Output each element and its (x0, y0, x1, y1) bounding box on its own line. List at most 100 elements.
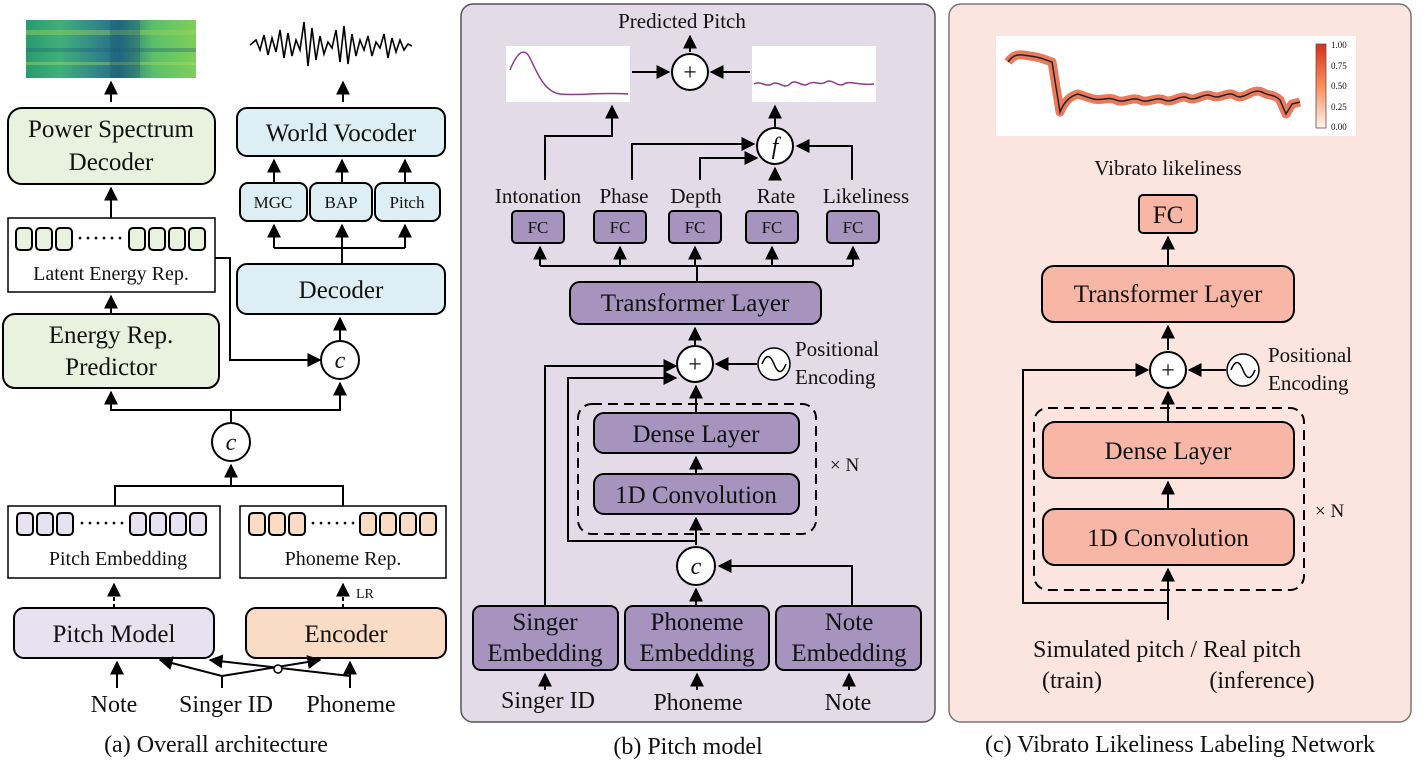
note-embedding-label-1: Note (825, 609, 874, 636)
head-phase: Phase (600, 184, 649, 208)
concat-node-b (676, 546, 716, 586)
phoneme-rep-label: Phoneme Rep. (285, 548, 402, 570)
repeat-c-label: × N (1315, 501, 1344, 522)
sum-mid-label: + (688, 352, 702, 378)
mgc-label: MGC (254, 193, 293, 212)
phoneme-embedding-label-1: Phoneme (650, 609, 743, 636)
note-embedding-block (775, 605, 922, 671)
colorbar-tick-000: 0.00 (1331, 122, 1347, 132)
mgc-block (239, 182, 308, 222)
power-spectrum-decoder-label-1: Power Spectrum (28, 116, 194, 143)
fc-intonation-label: FC (528, 218, 549, 237)
lr-label: LR (356, 587, 375, 602)
concat-lower-label: c (226, 430, 237, 456)
colorbar (1315, 43, 1327, 129)
fc-depth (668, 210, 722, 244)
singer-embedding-block (472, 605, 619, 671)
input-train-label: (train) (1042, 668, 1102, 694)
pitch-embedding-label: Pitch Embedding (49, 548, 187, 570)
colorbar-tick-050: 0.50 (1331, 81, 1347, 91)
bap-label: BAP (324, 193, 357, 212)
encoder-block (245, 607, 447, 659)
world-vocoder-block (236, 107, 446, 157)
conv1d-label-b: 1D Convolution (615, 482, 777, 509)
conv1d-label-c: 1D Convolution (1087, 525, 1249, 552)
fc-phase-label: FC (610, 218, 631, 237)
transformer-block-c (1041, 265, 1295, 323)
encoder-label: Encoder (304, 621, 388, 648)
transformer-label-b: Transformer Layer (601, 290, 790, 317)
input-note-b: Note (825, 690, 872, 716)
sum-node-c (1149, 351, 1187, 389)
singer-embedding-label-2: Embedding (487, 640, 603, 667)
bap-block (309, 182, 373, 222)
energy-rep-predictor-label-1: Energy Rep. (49, 322, 174, 349)
concat-upper-label: c (335, 348, 346, 374)
panel-b: Predicted Pitch + f Intonation Phase Dep… (460, 3, 936, 760)
phoneme-rep-dots: ······ (309, 511, 357, 537)
colorbar-tick-025: 0.25 (1331, 102, 1347, 112)
positional-encoding-c-2: Encoding (1268, 371, 1349, 395)
transformer-label-c: Transformer Layer (1074, 281, 1263, 308)
energy-rep-predictor-label-2: Predictor (65, 354, 157, 381)
spectrogram-image (26, 20, 196, 78)
fc-depth-label: FC (685, 218, 706, 237)
latent-energy-rep-label: Latent Energy Rep. (33, 263, 189, 285)
fc-phase (593, 210, 647, 244)
latent-energy-tokens (15, 227, 206, 251)
singer-embedding-label-1: Singer (512, 609, 578, 636)
input-singer-id: Singer ID (179, 692, 273, 718)
waveform-image (249, 21, 413, 67)
pitch-model-block (13, 607, 215, 659)
transformer-block-b (569, 281, 822, 325)
sum-node-top (671, 53, 709, 91)
dense-layer-label-b: Dense Layer (632, 421, 760, 448)
head-likeliness: Likeliness (823, 184, 909, 208)
colorbar-tick-075: 0.75 (1331, 61, 1347, 71)
decoder-label: Decoder (299, 277, 384, 304)
input-phoneme: Phoneme (306, 692, 395, 718)
vibrato-likeliness-plot (996, 36, 1356, 136)
input-phoneme-b: Phoneme (653, 690, 742, 716)
head-depth: Depth (670, 184, 722, 208)
caption-a: (a) Overall architecture (104, 732, 328, 758)
fc-rate-label: FC (762, 218, 783, 237)
positional-encoding-b-1: Positional (795, 337, 879, 361)
head-intonation: Intonation (495, 184, 582, 208)
pitch-embedding-tokens (16, 512, 207, 536)
sum-top-label: + (683, 60, 697, 86)
power-spectrum-decoder-label-2: Decoder (69, 149, 154, 176)
pitch-model-label: Pitch Model (53, 621, 176, 648)
world-vocoder-label: World Vocoder (266, 120, 417, 147)
panel-c: 1.00 0.75 0.50 0.25 0.00 Vibrato likelin… (948, 3, 1412, 758)
fc-rate (745, 210, 799, 244)
latent-dots: ······ (76, 226, 124, 252)
phoneme-embedding-label-2: Embedding (639, 640, 755, 667)
fc-block-c (1138, 194, 1198, 234)
input-inference-label: (inference) (1209, 668, 1314, 694)
pitch-output-block (374, 182, 441, 222)
colorbar-tick-100: 1.00 (1331, 40, 1347, 50)
head-rate: Rate (757, 184, 795, 208)
dense-layer-label-c: Dense Layer (1104, 438, 1232, 465)
phoneme-embedding-block (624, 605, 770, 671)
repeat-b-label: × N (830, 455, 859, 476)
decoder-block (236, 263, 446, 315)
input-singer-id-b: Singer ID (501, 688, 595, 714)
pitch-output-label: Pitch (390, 193, 425, 212)
input-note: Note (91, 692, 138, 718)
predicted-pitch-label: Predicted Pitch (618, 9, 746, 33)
fc-likeliness (826, 210, 880, 244)
power-spectrum-decoder-block (7, 107, 216, 185)
phoneme-rep-tokens (248, 512, 437, 536)
intonation-plot (506, 46, 630, 102)
note-embedding-label-2: Embedding (791, 640, 907, 667)
pitch-embedding-dots: ······ (78, 511, 126, 537)
input-pitch-label: Simulated pitch / Real pitch (1033, 637, 1301, 663)
caption-b: (b) Pitch model (613, 734, 763, 760)
panel-a: Power Spectrum Decoder World Vocoder MGC… (2, 20, 447, 758)
fc-likeliness-label: FC (843, 218, 864, 237)
combine-label: f (772, 134, 782, 160)
